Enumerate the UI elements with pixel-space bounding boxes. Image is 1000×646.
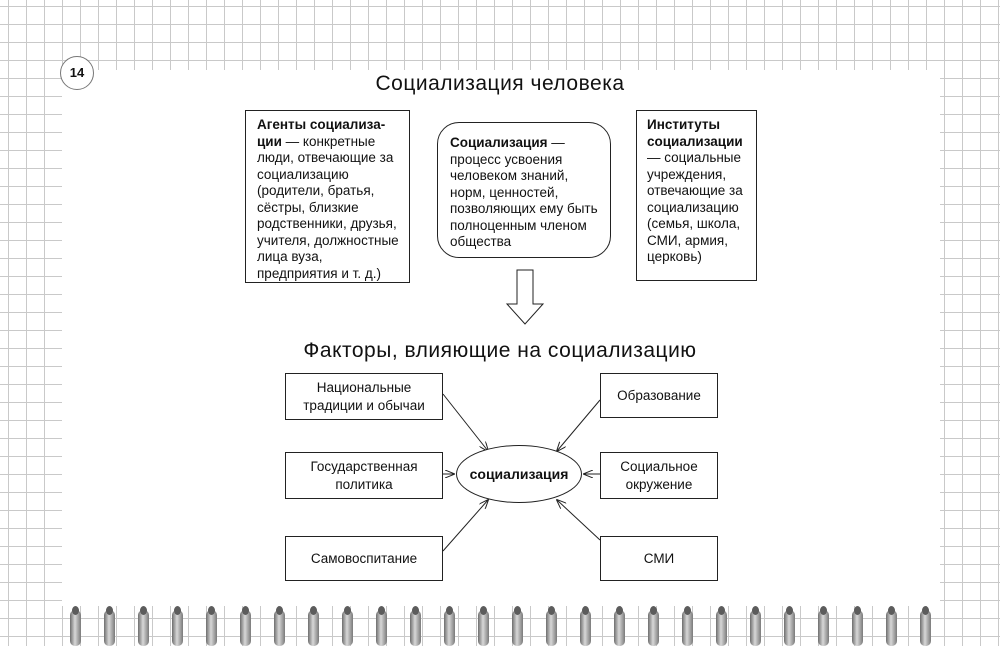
agents-term: Агенты социализа-ции — [257, 117, 386, 149]
page-number: 14 — [60, 56, 94, 90]
factor-media: СМИ — [600, 536, 718, 581]
arrow-education — [557, 399, 601, 451]
arrow-self-education — [442, 500, 488, 552]
down-arrow-icon — [505, 269, 545, 325]
factor-state-policy: Государственная политика — [285, 452, 443, 499]
socialization-center: социализация — [456, 445, 582, 503]
factor-education: Образование — [600, 373, 718, 418]
arrow-media — [557, 500, 601, 541]
institutions-term: Институты социализации — [647, 117, 743, 149]
arrow-national-traditions — [442, 393, 488, 451]
agents-definition: — конкретные люди, отвечающие за социали… — [257, 133, 399, 281]
factors-title: Факторы, влияющие на социализацию — [303, 339, 697, 362]
socialization-term: Социализация — [450, 135, 548, 150]
spiral-binding — [0, 600, 1000, 646]
socialization-definition-box: Социализация — процесс усвоения человеко… — [437, 122, 611, 258]
factor-self-education: Самовоспитание — [285, 536, 443, 581]
factor-national-traditions: Национальные традиции и обычаи — [285, 373, 443, 420]
socialization-definition: — процесс усвоения человеком знаний, нор… — [450, 135, 598, 249]
agents-box: Агенты социализа-ции — конкретные люди, … — [245, 110, 410, 283]
institutions-definition: — социальные учреждения, отвечающие за с… — [647, 150, 743, 264]
institutions-box: Институты социализации — социальные учре… — [636, 110, 757, 281]
page-title: Социализация человека — [375, 72, 625, 95]
factor-social-environment: Социальное окружение — [600, 452, 718, 499]
